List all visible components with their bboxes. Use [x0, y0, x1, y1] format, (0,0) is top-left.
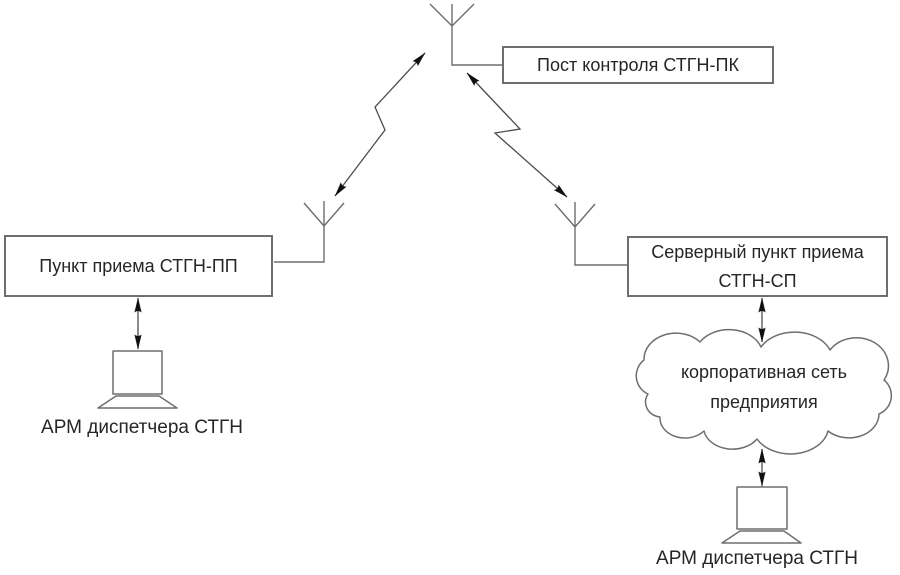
reception-point-box: Пункт приема СТГН-ПП [4, 235, 273, 297]
corporate-network-label-line2: предприятия [710, 392, 818, 412]
left-workstation-label: АРМ диспетчера СТГН [41, 417, 243, 438]
network-cloud-icon [635, 328, 893, 455]
workstation-icon-right [721, 486, 802, 544]
antenna-icon-right [554, 202, 627, 266]
antenna-icon-top [429, 3, 502, 66]
radio-link-zigzag-arrow-right [466, 72, 568, 198]
server-reception-box: Серверный пункт приема СТГН-СП [627, 236, 888, 297]
control-post-box: Пост контроля СТГН-ПК [502, 46, 774, 84]
corporate-network-label-line1: корпоративная сеть [680, 362, 848, 382]
corporate-network-label: корпоративная сеть предприятия [648, 357, 880, 417]
antenna-icon-left [274, 201, 345, 263]
server-reception-label-line1: Серверный пункт приема [651, 241, 864, 262]
control-post-label: Пост контроля СТГН-ПК [537, 54, 739, 75]
server-reception-label-line2: СТГН-СП [718, 270, 797, 291]
workstation-icon-left [97, 350, 178, 409]
right-workstation-label: АРМ диспетчера СТГН [656, 548, 858, 569]
reception-point-label: Пункт приема СТГН-ПП [39, 255, 238, 276]
radio-link-zigzag-arrow-left [334, 52, 426, 197]
